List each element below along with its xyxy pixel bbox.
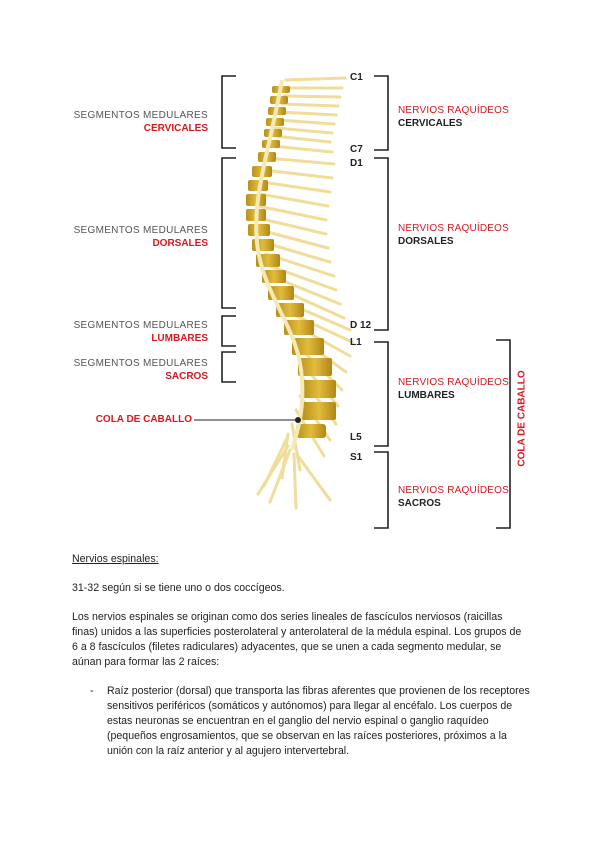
vertebra-label-s1: S1	[350, 452, 363, 463]
nerve-label-sacral-red: NERVIOS RAQUÍDEOS	[398, 485, 510, 496]
nerve-label-cervical-red: NERVIOS RAQUÍDEOS	[398, 105, 510, 116]
vertebra-label-d1: D1	[350, 158, 363, 169]
roots-list: - Raíz posterior (dorsal) que transporta…	[90, 684, 530, 759]
seg-label-cervical-gray: SEGMENTOS MEDULARES	[73, 110, 208, 121]
cola-de-caballo-vertical-label: COLA DE CABALLO	[516, 370, 528, 467]
list-item: - Raíz posterior (dorsal) que transporta…	[90, 684, 530, 759]
seg-label-lumbar-gray: SEGMENTOS MEDULARES	[73, 320, 208, 331]
intro-paragraph: Los nervios espinales se originan como d…	[72, 611, 522, 668]
vertebra-label-l1: L1	[350, 337, 362, 348]
right-brackets	[374, 75, 511, 529]
seg-label-lumbar-red: LUMBARES	[151, 333, 208, 344]
nerve-label-lumbar-black: LUMBARES	[398, 390, 455, 401]
left-brackets	[221, 75, 236, 383]
nerve-label-dorsal-red: NERVIOS RAQUÍDEOS	[398, 223, 510, 234]
vertebra-label-c1: C1	[350, 72, 363, 83]
list-item-text: Raíz posterior (dorsal) que transporta l…	[107, 685, 530, 757]
spinal-cord	[254, 79, 305, 451]
bullet-dash: -	[90, 685, 94, 697]
seg-label-dorsal-gray: SEGMENTOS MEDULARES	[73, 225, 208, 236]
nerve-label-lumbar-red: NERVIOS RAQUÍDEOS	[398, 377, 510, 388]
cola-de-caballo-label: COLA DE CABALLO	[95, 414, 192, 425]
seg-label-cervical-red: CERVICALES	[143, 123, 208, 134]
vertebra-label-l5: L5	[350, 432, 362, 443]
nerve-label-sacral-black: SACROS	[398, 498, 441, 509]
seg-label-sacral-gray: SEGMENTOS MEDULARES	[73, 358, 208, 369]
spine-illustration	[194, 75, 511, 529]
nerve-count-text: 31-32 según si se tiene uno o dos coccíg…	[72, 582, 285, 594]
section-heading: Nervios espinales:	[72, 553, 159, 565]
seg-label-sacral-red: SACROS	[165, 371, 208, 382]
vertebra-label-d12: D 12	[350, 320, 372, 331]
nerve-label-cervical-black: CERVICALES	[398, 118, 463, 129]
nerve-label-dorsal-black: DORSALES	[398, 236, 454, 247]
spine-figure: SEGMENTOS MEDULARES CERVICALES SEGMENTOS…	[0, 60, 600, 540]
document-body: Nervios espinales: 31-32 según si se tie…	[72, 552, 530, 759]
vertebra-label-c7: C7	[350, 144, 363, 155]
seg-label-dorsal-red: DORSALES	[152, 238, 208, 249]
